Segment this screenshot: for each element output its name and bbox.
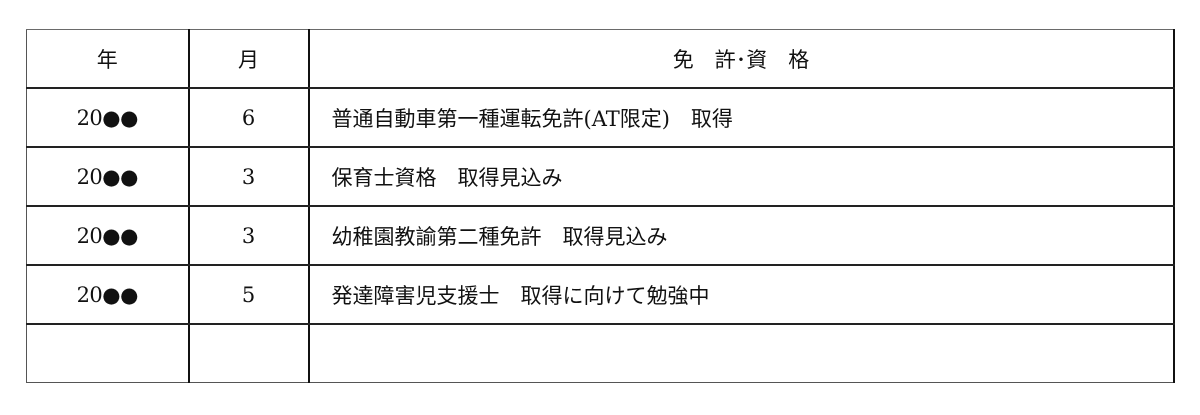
cell-license: 保育士資格 取得見込み: [307, 146, 1175, 207]
cell-year: 20●●: [26, 205, 190, 266]
table-row-empty: [26, 323, 1175, 383]
cell-month: 5: [187, 264, 310, 325]
header-year: 年: [26, 29, 190, 89]
cell-year: 20●●: [26, 264, 190, 325]
table-row: 20●● 3 幼稚園教諭第二種免許 取得見込み: [26, 205, 1175, 266]
header-licenses-qualifications: 免 許･資 格: [307, 29, 1175, 89]
table-row: 20●● 6 普通自動車第一種運転免許(AT限定) 取得: [26, 87, 1175, 148]
cell-month: [187, 323, 310, 383]
licenses-qualifications-table: 年 月 免 許･資 格 20●● 6 普通自動車第一種運転免許(AT限定) 取得…: [26, 29, 1175, 383]
cell-license: 幼稚園教諭第二種免許 取得見込み: [307, 205, 1175, 266]
cell-license: [307, 323, 1175, 383]
cell-year: 20●●: [26, 146, 190, 207]
table-header-row: 年 月 免 許･資 格: [26, 29, 1175, 89]
header-month: 月: [187, 29, 310, 89]
table-row: 20●● 5 発達障害児支援士 取得に向けて勉強中: [26, 264, 1175, 325]
cell-month: 6: [187, 87, 310, 148]
table-row: 20●● 3 保育士資格 取得見込み: [26, 146, 1175, 207]
cell-license: 普通自動車第一種運転免許(AT限定) 取得: [307, 87, 1175, 148]
cell-year: 20●●: [26, 87, 190, 148]
cell-month: 3: [187, 205, 310, 266]
cell-license: 発達障害児支援士 取得に向けて勉強中: [307, 264, 1175, 325]
cell-month: 3: [187, 146, 310, 207]
cell-year: [26, 323, 190, 383]
